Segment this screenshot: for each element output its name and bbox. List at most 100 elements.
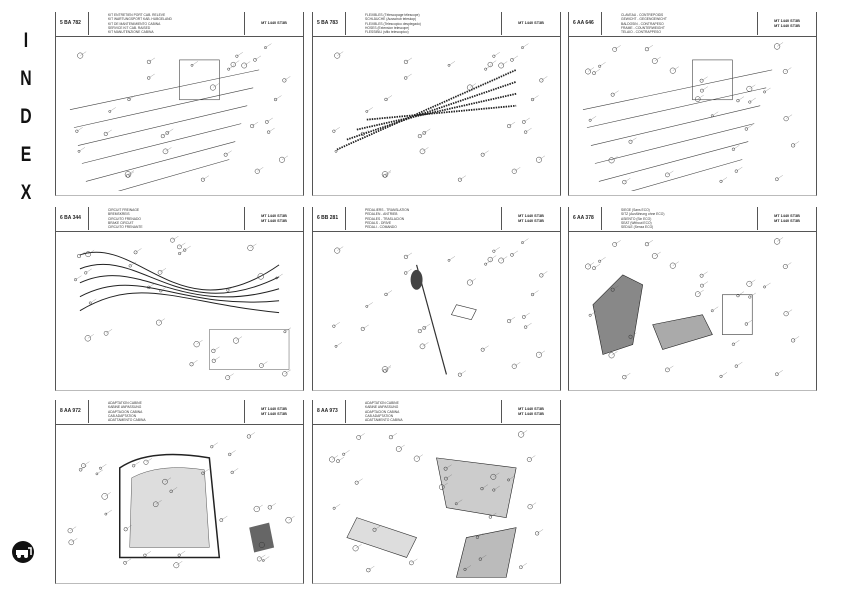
model-ref: MT 1440 ST3B bbox=[518, 21, 544, 25]
model-refs: MT 1440 ST3B bbox=[501, 12, 560, 35]
diagram-code: 6 BA 344 bbox=[56, 207, 89, 230]
model-ref: MT 1440 ST3B bbox=[774, 218, 800, 223]
diagram-thumbnail-5-ba-783[interactable]: 5 BA 783 FLEXIBLES (Télescopage télescop… bbox=[312, 12, 561, 196]
description-line: FLESSIBILI (sfilo telescopico) bbox=[365, 30, 409, 35]
exploded-parts-diagram bbox=[585, 237, 800, 380]
description-line: ADAPTATION CABINE bbox=[365, 401, 399, 405]
index-letter: D bbox=[20, 105, 32, 128]
model-ref: MT 1440 ST3B bbox=[261, 213, 287, 218]
exploded-parts-diagram bbox=[332, 238, 548, 377]
description-line: CAB ADAPTATION bbox=[108, 413, 137, 418]
description-line: FLEXIBLES (Télescopage télescope) bbox=[365, 13, 420, 17]
index-letter: I bbox=[23, 29, 29, 52]
description-line: SCHLÄUCHE (Ausschub teleskop) bbox=[365, 17, 417, 22]
model-ref: MT 1440 ST3B bbox=[261, 406, 287, 411]
description-line: PEDALES - TRASLACION bbox=[365, 216, 405, 221]
description-line: FLEXIBLES (Telescopico desplegado) bbox=[365, 21, 421, 26]
exploded-parts-diagram bbox=[329, 430, 544, 578]
description-line: KABINE ANPASSUNG bbox=[108, 405, 142, 410]
model-ref: MT 1440 ST3B bbox=[518, 411, 544, 416]
description-line: TELAIO - CONTRAPPESO bbox=[621, 30, 661, 35]
model-ref: MT 1440 ST3B bbox=[261, 411, 287, 416]
description-line: CIRCUITO FRENANTE bbox=[108, 225, 143, 230]
exploded-parts-diagram bbox=[67, 432, 295, 569]
exploded-parts-diagram bbox=[69, 43, 291, 192]
diagram-code: 6 AA 646 bbox=[569, 12, 602, 35]
index-letter: X bbox=[20, 181, 32, 204]
description-line: ADAPTACION CABINA bbox=[108, 409, 143, 414]
description-line: KIT WARTUNGSPORT KAB. HUBGELAND bbox=[108, 17, 172, 22]
description-line: KABINE ANPASSUNG bbox=[365, 405, 399, 410]
description-line: SERVICE KIT CAB. RAISED bbox=[108, 25, 151, 30]
model-ref: MT 1440 ST3B bbox=[774, 213, 800, 218]
model-ref: MT 1440 ST3B bbox=[518, 213, 544, 218]
description-line: HOSES (Extension telescope) bbox=[365, 25, 410, 30]
description-line: GEWICHT - GEGENGEWICHT bbox=[621, 17, 667, 22]
description-line: KIT DE MANTENIMIENTO CABINA bbox=[108, 21, 161, 26]
diagram-code: 8 AA 972 bbox=[56, 400, 89, 423]
description-line: KIT ENTRETIEN PORT CAB. RELEVE bbox=[108, 13, 166, 17]
model-ref: MT 1440 ST3B bbox=[518, 406, 544, 411]
description-line: BREMSKREIS bbox=[108, 212, 130, 217]
description-line: SIEGE (Sans ECO) bbox=[621, 208, 650, 212]
panel-header: 5 BA 783 FLEXIBLES (Télescopage télescop… bbox=[313, 12, 560, 37]
description-line: BRAKE CIRCUIT bbox=[108, 220, 134, 225]
description-line: PEDALEN - ANTRIEB bbox=[365, 212, 398, 217]
model-ref: MT 1440 ST3B bbox=[261, 218, 287, 223]
description-line: PEDALIERS - TRANSLATION bbox=[365, 208, 410, 212]
description-line: CLAVEAU - CONTREPOIDS bbox=[621, 13, 664, 17]
diagram-code: 5 BA 782 bbox=[56, 12, 89, 35]
diagram-description: SIEGE (Sans ECO)SITZ (Ausführung ohne EC… bbox=[621, 208, 741, 229]
index-letter: N bbox=[20, 67, 32, 90]
model-ref: MT 1440 ST3B bbox=[774, 18, 800, 23]
description-line: KIT MANUTENZIONE CABINA bbox=[108, 30, 154, 35]
model-ref: MT 1440 ST3B bbox=[261, 21, 287, 25]
description-line: BALDOSIN - CONTRAPESO bbox=[621, 21, 664, 26]
description-line: ADATTAMENTO CABINA bbox=[365, 418, 403, 423]
model-ref: MT 1440 ST3B bbox=[774, 23, 800, 28]
diagram-code: 5 BA 783 bbox=[313, 12, 346, 35]
description-line: ASIENTO (Sin ECO) bbox=[621, 216, 652, 221]
description-line: CAB ADAPTATION bbox=[365, 413, 394, 418]
description-line: ADAPTATION CABINE bbox=[108, 401, 142, 405]
description-line: SITZ (Ausführung ohne ECO) bbox=[621, 212, 665, 217]
description-line: PEDALS - DRIVE bbox=[365, 220, 392, 225]
diagram-code: 6 BB 281 bbox=[313, 207, 346, 230]
description-line: CIRCUITO FRENADO bbox=[108, 216, 141, 221]
description-line: SEDILE (Senza ECO) bbox=[621, 225, 654, 230]
diagram-description: FLEXIBLES (Télescopage télescope)SCHLÄUC… bbox=[365, 13, 485, 34]
manitou-logo-icon bbox=[12, 541, 34, 563]
description-line: ADATTAMENTO CABINA bbox=[108, 418, 146, 423]
exploded-parts-diagram bbox=[332, 43, 548, 182]
diagram-code: 8 AA 973 bbox=[313, 400, 346, 423]
description-line: SEAT (Without ECO) bbox=[621, 220, 652, 225]
model-refs: MT 1440 ST3B bbox=[244, 12, 303, 35]
description-line: PEDALI - COMANDO bbox=[365, 225, 397, 230]
exploded-parts-diagram bbox=[582, 42, 800, 192]
diagram-thumbnail-6-aa-378[interactable]: 6 AA 378 SIEGE (Sans ECO)SITZ (Ausführun… bbox=[568, 207, 817, 391]
description-line: ADAPTACION CABINA bbox=[365, 409, 400, 414]
